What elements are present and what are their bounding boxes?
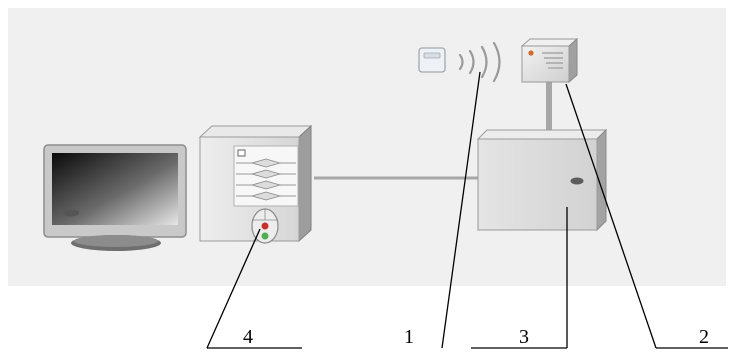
pc-tower-icon: [198, 124, 313, 243]
callout-label-1: 1: [404, 326, 414, 348]
monitor-icon: [43, 144, 187, 251]
callout-label-4: 4: [243, 326, 253, 348]
control-cabinet-icon: [476, 128, 608, 232]
rfid-card-icon: [418, 47, 446, 73]
callout-label-3: 3: [519, 326, 529, 348]
wireless-signal-icon: [458, 41, 501, 83]
card-reader-icon: [520, 37, 579, 84]
callout-lines: [206, 71, 728, 349]
callout-label-2: 2: [699, 326, 709, 348]
mouse-icon: [251, 208, 279, 244]
